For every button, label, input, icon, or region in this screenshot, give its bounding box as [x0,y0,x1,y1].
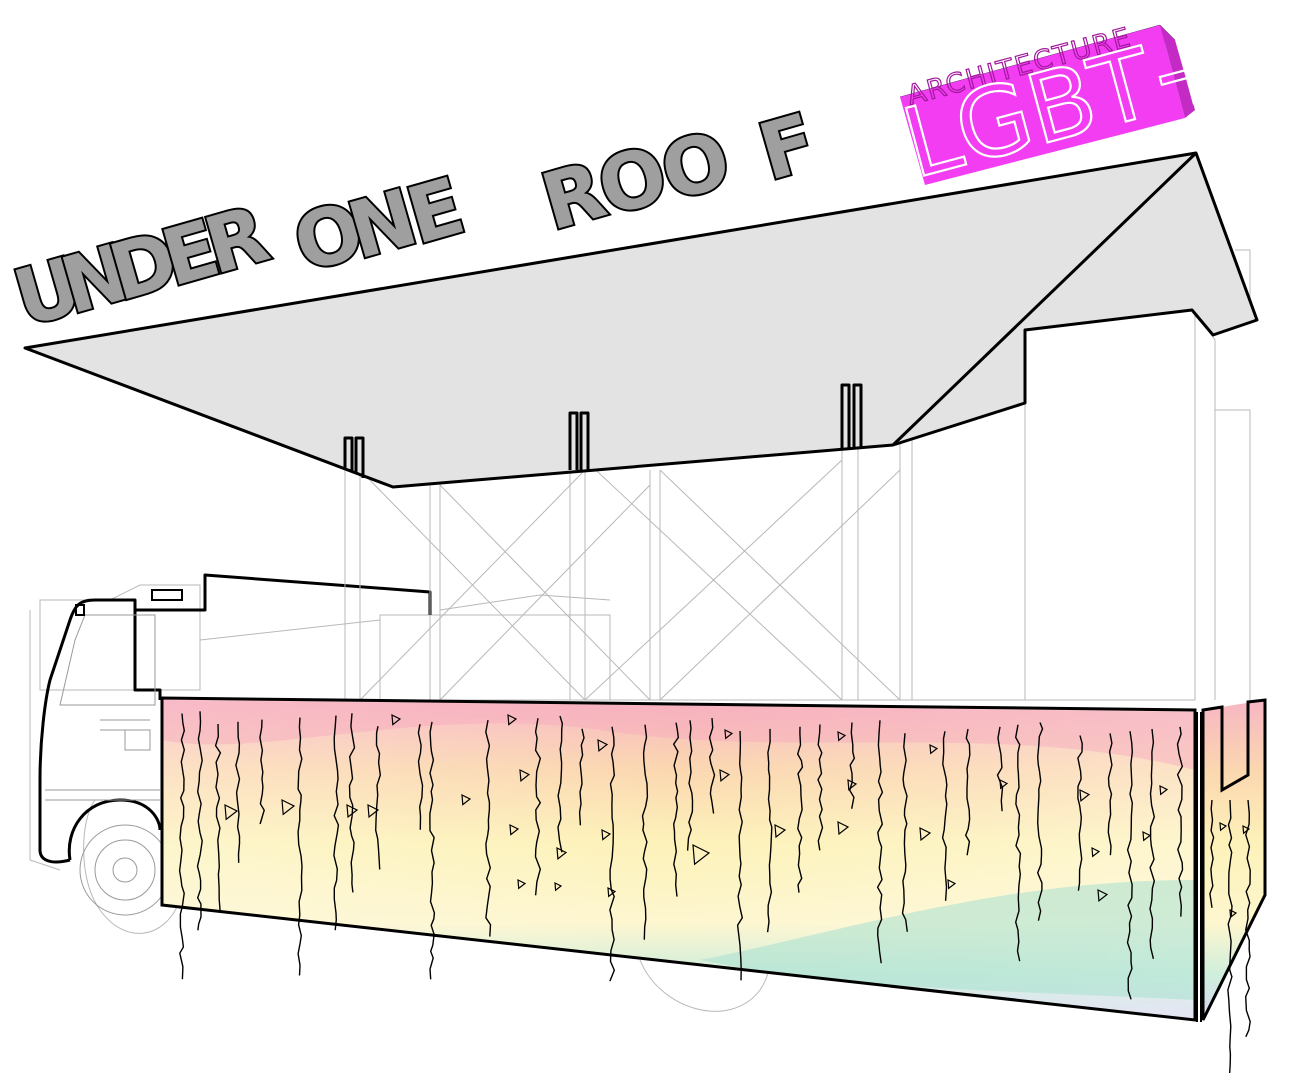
drip-line [672,722,680,897]
drip-line [1077,735,1083,891]
drip-line [609,726,616,982]
drip-line [996,726,1004,812]
confetti-triangle [919,826,932,842]
confetti-triangle [719,768,731,782]
drip-line [708,718,716,814]
drip-line [557,715,564,853]
confetti-triangle [692,843,711,866]
confetti-triangle [837,820,850,836]
confetti-triangle [999,778,1009,790]
drip-line [485,719,492,937]
confetti-triangle [724,728,734,740]
drip-line [374,726,382,870]
drip-line [178,713,186,980]
drip-line [848,722,856,809]
drip-line [964,728,971,856]
confetti-triangle [461,793,472,806]
confetti-triangle [556,846,568,860]
confetti-triangle [1229,908,1238,919]
confetti-triangle [947,878,957,890]
confetti-triangle [507,713,518,726]
drip-line [901,733,908,932]
drip-line [196,711,203,931]
drip-line [259,719,265,825]
confetti-triangle [1091,846,1101,858]
pride-flag-panel [160,696,1267,1073]
drip-line [941,731,948,901]
drip-line [1209,799,1215,908]
confetti-triangle [346,803,359,819]
confetti-triangle [367,803,380,819]
confetti-triangle [597,738,609,752]
drip-line [333,715,340,931]
confetti-triangle [509,823,520,836]
confetti-triangle [774,823,787,839]
confetti-triangle [1079,788,1091,802]
drip-line [235,721,241,863]
confetti-triangle [1097,888,1109,902]
triangle-confetti [224,713,1251,919]
drip-line [686,720,694,851]
drip-line [214,723,222,913]
roof [23,151,1259,489]
confetti-triangle [281,798,296,816]
drip-line [796,726,804,893]
confetti-triangle [391,713,402,726]
confetti-triangle [519,768,531,782]
confetti-triangle [1159,784,1169,796]
drip-line [1227,799,1233,1073]
drip-line [1014,724,1022,962]
confetti-triangle [224,803,239,821]
drip-line [348,713,356,893]
drip-line [1107,733,1113,856]
drip-line [766,728,773,933]
scaffold-frame [344,385,1025,701]
drip-line [817,724,824,851]
drip-line [1149,728,1156,959]
drip-line [429,721,436,980]
drip-line [578,728,585,826]
confetti-triangle [607,886,617,898]
confetti-triangle [1142,830,1152,842]
confetti-triangle [929,743,939,755]
confetti-triangle [1242,824,1251,835]
drip-line [1126,731,1134,1000]
confetti-triangle [837,730,847,742]
drip-lines [178,711,1251,1073]
drip-line [534,718,542,896]
drip-line [641,724,649,940]
drip-line [417,724,424,830]
drip-line [297,717,303,976]
drip-line [1176,726,1184,917]
drip-line [876,720,884,964]
drip-line [1036,722,1044,921]
drip-line [736,730,744,981]
confetti-triangle [847,778,858,791]
title-letter: F [750,97,826,198]
confetti-triangle [517,878,527,890]
confetti-triangle [1219,821,1228,832]
truck-cab [38,573,432,864]
confetti-triangle [601,828,612,841]
drip-line [1244,799,1251,1038]
confetti-triangle [554,881,563,892]
